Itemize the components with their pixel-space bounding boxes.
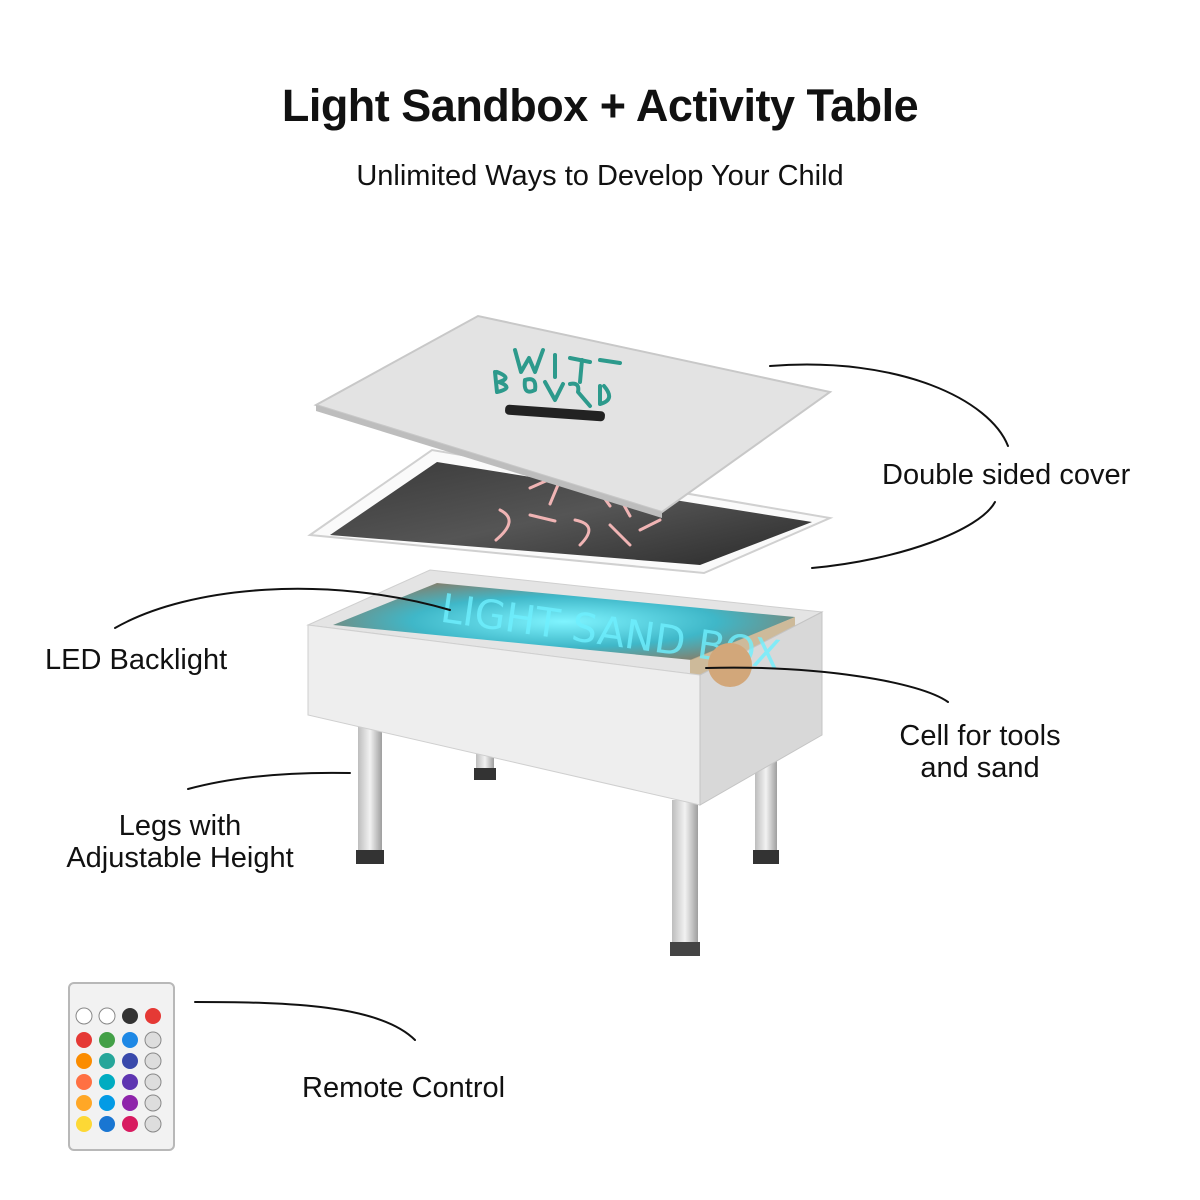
callout-line-legs	[187, 771, 351, 790]
callout-cell-for-tools: Cell for tools and sand	[880, 720, 1080, 784]
remote-mode-button	[144, 1031, 162, 1049]
callout-line-remote	[194, 1001, 416, 1041]
remote-color-button	[99, 1074, 115, 1090]
callout-legs-line1: Legs with	[118, 810, 242, 842]
remote-color-button	[122, 1074, 138, 1090]
remote-color-button	[122, 1116, 138, 1132]
callout-cell-line1: Cell for tools	[899, 720, 1061, 752]
callout-remote-control: Remote Control	[302, 1072, 506, 1104]
page-subtitle: Unlimited Ways to Develop Your Child	[356, 160, 844, 192]
callout-legs: Legs with Adjustable Height	[40, 810, 320, 874]
remote-color-button	[122, 1095, 138, 1111]
page-title: Light Sandbox + Activity Table	[281, 80, 919, 131]
remote-color-button	[99, 1116, 115, 1132]
callout-line-cover-bottom	[811, 501, 996, 569]
remote-mode-button	[144, 1094, 162, 1112]
remote-mode-button	[144, 1073, 162, 1091]
callout-line-led	[114, 587, 451, 629]
remote-color-button	[99, 1032, 115, 1048]
remote-color-button	[76, 1074, 92, 1090]
remote-mode-button	[144, 1115, 162, 1133]
remote-color-button	[76, 1032, 92, 1048]
sandbox-box: LIGHT SAND BOX	[306, 569, 824, 806]
remote-color-button	[76, 1053, 92, 1069]
remote-control-image	[68, 982, 175, 1151]
remote-color-button	[99, 1053, 115, 1069]
callout-led-backlight: LED Backlight	[45, 644, 228, 676]
remote-color-button	[122, 1032, 138, 1048]
callout-legs-line2: Adjustable Height	[66, 842, 294, 874]
remote-color-button	[122, 1053, 138, 1069]
callout-double-sided-cover: Double sided cover	[882, 459, 1131, 491]
callout-cell-line2: and sand	[920, 752, 1040, 784]
remote-color-button	[99, 1095, 115, 1111]
remote-color-button	[76, 1095, 92, 1111]
callout-line-cover-top	[769, 363, 1009, 447]
remote-mode-button	[144, 1052, 162, 1070]
callout-line-cell	[705, 666, 949, 703]
remote-color-button	[76, 1116, 92, 1132]
white-board	[313, 314, 833, 518]
